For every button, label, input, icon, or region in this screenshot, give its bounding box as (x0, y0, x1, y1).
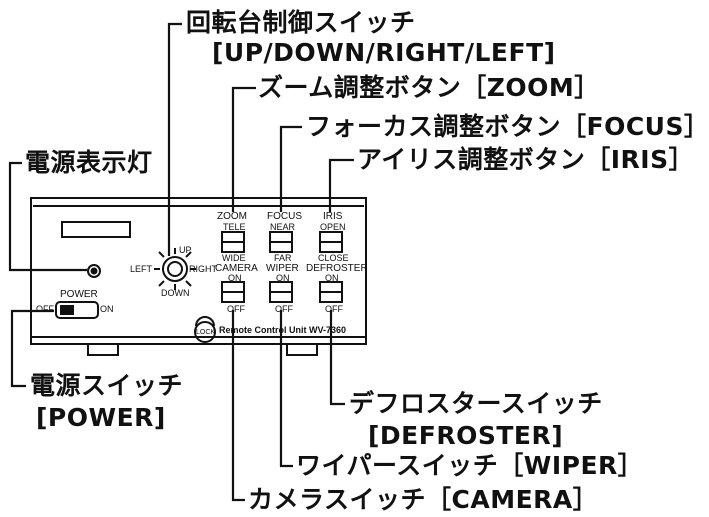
iris-open: OPEN (320, 222, 346, 232)
camera-button-drawing (221, 281, 245, 303)
power-lamp-label: 電源表示灯 (25, 148, 153, 177)
joystick-right-label: RIGHT (189, 264, 217, 274)
zoom-wide: WIDE (222, 253, 246, 263)
wiper-off: OFF (275, 304, 293, 314)
wiper-title: WIPER (266, 263, 299, 274)
power-switch-title: 電源スイッチ (30, 371, 184, 400)
defroster-off: OFF (325, 304, 343, 314)
focus-far: FAR (274, 253, 292, 263)
power-title: POWER (60, 289, 98, 300)
power-lamp (87, 264, 101, 278)
power-off-label: OFF (36, 304, 54, 314)
focus-near: NEAR (270, 222, 296, 232)
camera-switch-label: カメラスイッチ［CAMERA］ (248, 485, 599, 514)
zoom-button-drawing (221, 231, 245, 253)
wiper-button-drawing (269, 281, 293, 303)
camera-on: ON (228, 273, 242, 283)
defroster-on: ON (325, 273, 339, 283)
joystick-down-label: DOWN (161, 288, 190, 298)
right-foot (286, 343, 318, 356)
lock-key (194, 321, 216, 343)
defroster-switch-key: [DEFROSTER] (368, 421, 564, 450)
iris-close: CLOSE (318, 253, 349, 263)
iris-button-label: アイリス調整ボタン［IRIS］ (357, 145, 695, 174)
wiper-on: ON (276, 273, 290, 283)
power-switch-knob (60, 305, 74, 315)
camera-off: OFF (227, 304, 245, 314)
label-plate (61, 221, 131, 238)
iris-title: IRIS (323, 211, 343, 222)
focus-button-drawing (269, 231, 293, 253)
iris-button-drawing (319, 231, 343, 253)
defroster-title: DEFROSTER (306, 263, 368, 274)
zoom-button-label: ズーム調整ボタン［ZOOM］ (258, 73, 600, 102)
power-switch-key: [POWER] (36, 403, 166, 432)
model-label: Remote Control Unit WV-7360 (219, 325, 347, 335)
zoom-tele: TELE (223, 222, 246, 232)
focus-title: FOCUS (267, 211, 302, 222)
wiper-switch-label: ワイパースイッチ［WIPER］ (296, 451, 644, 480)
power-switch[interactable] (55, 301, 99, 319)
camera-title: CAMERA (215, 263, 258, 274)
pan-tilt-switch-title: 回転台制御スイッチ (186, 8, 416, 37)
joystick-inner (167, 261, 183, 277)
leader-lines (8, 22, 354, 502)
joystick-left-label: LEFT (130, 264, 153, 274)
joystick-outer (162, 256, 188, 282)
lock-label: LOCK (196, 329, 216, 336)
focus-button-label: フォーカス調整ボタン［FOCUS］ (306, 112, 709, 141)
power-on-label: ON (100, 304, 114, 314)
defroster-button-drawing (319, 281, 343, 303)
zoom-title: ZOOM (217, 211, 247, 222)
joystick-up-label: UP (179, 245, 192, 255)
left-foot (87, 343, 119, 356)
pan-tilt-switch-keys: [UP/DOWN/RIGHT/LEFT] (212, 38, 556, 67)
defroster-switch-title: デフロスタースイッチ (349, 389, 603, 418)
